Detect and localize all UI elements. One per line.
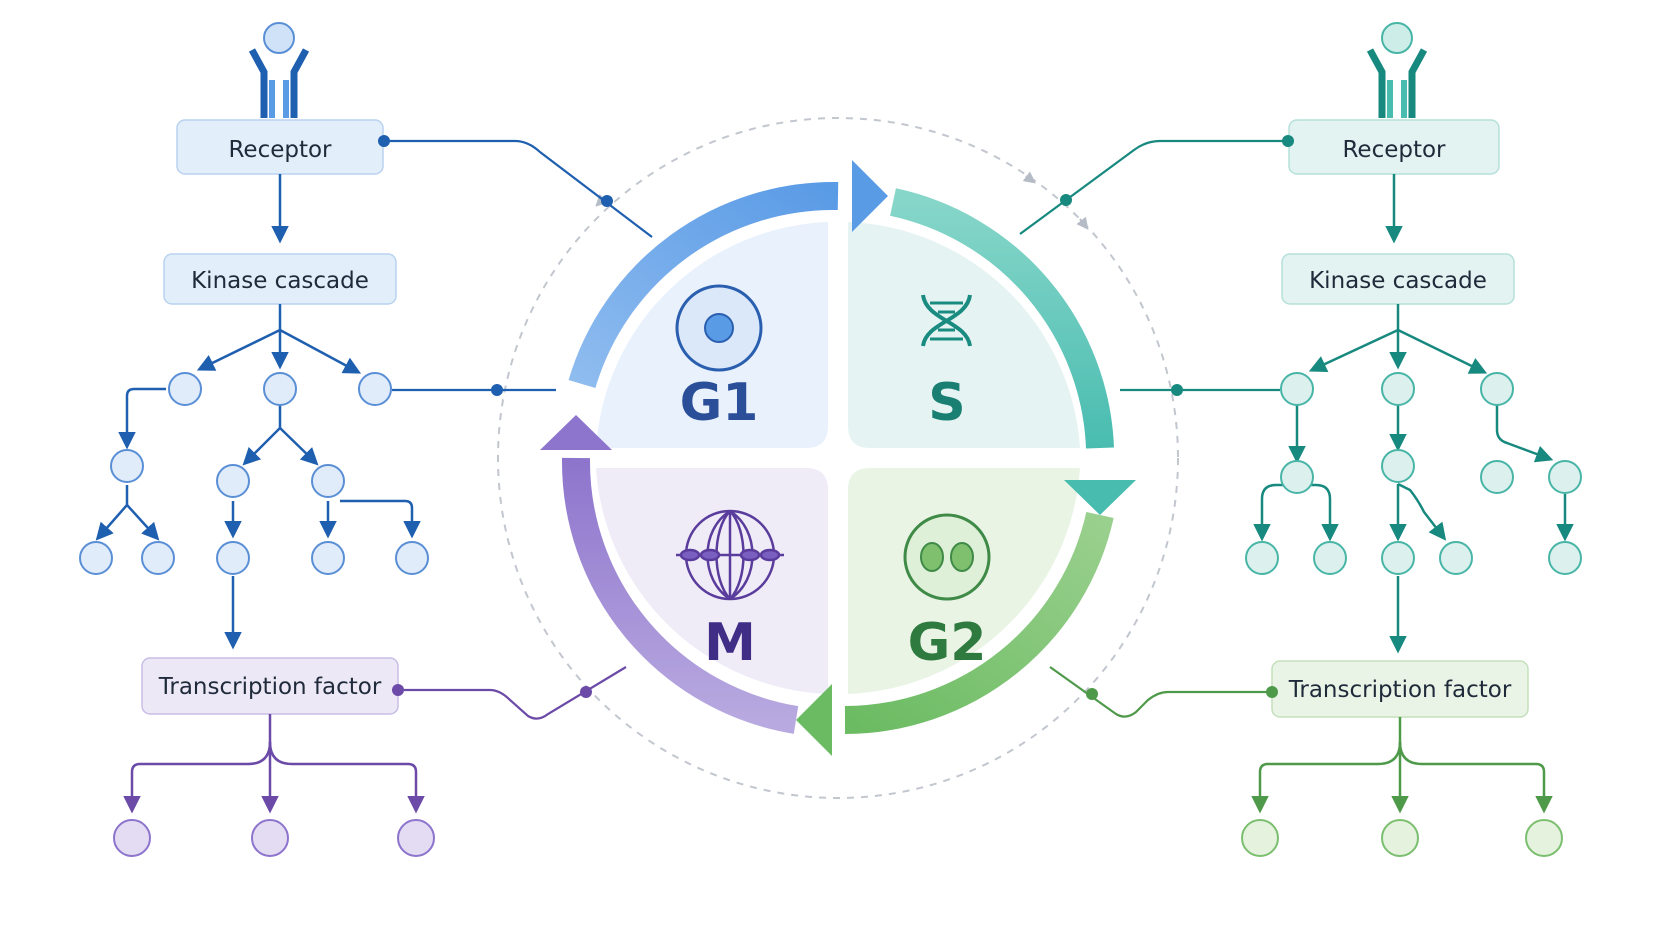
receptor-icon [1366, 22, 1428, 118]
kinase-label: Kinase cascade [191, 268, 369, 294]
tf-tree [1251, 717, 1553, 814]
phase-label-g2: G2 [908, 613, 987, 673]
signal-node [79, 541, 113, 575]
signal-node [1313, 541, 1347, 575]
signal-node [168, 372, 202, 406]
m-to-g1-arrow [561, 457, 799, 734]
phase-label-s: S [928, 373, 965, 433]
two-nuclei-icon [903, 513, 991, 601]
kinase-label: Kinase cascade [1309, 268, 1487, 294]
g1-to-s-arrow [568, 181, 839, 388]
receptor-label: Receptor [228, 137, 332, 163]
target-gene-node [1381, 819, 1419, 857]
signal-node [358, 372, 392, 406]
m-quadrant [596, 468, 828, 694]
cell-nucleus-icon [675, 284, 763, 372]
left-cycle-links [378, 135, 653, 720]
g2-to-m-arrowhead [796, 684, 832, 756]
dna-helix-icon [921, 294, 972, 347]
signal-node [1480, 372, 1514, 406]
ring-arrow-tick [1022, 171, 1036, 184]
right-cycle-links [1019, 135, 1294, 718]
signal-node [216, 541, 250, 575]
signal-node [395, 541, 429, 575]
ring-arrow-tick [1076, 216, 1089, 230]
target-gene-node [1525, 819, 1563, 857]
transcription-factor-label: Transcription factor [158, 674, 382, 700]
signal-node [1480, 460, 1514, 494]
kinase-tree [95, 304, 421, 650]
signal-node [263, 372, 297, 406]
signal-node [1280, 372, 1314, 406]
kinase-tree [1253, 304, 1574, 654]
right-pathway: Receptor Kinase cascade [1019, 22, 1582, 857]
target-gene-node [251, 819, 289, 857]
signal-node [311, 464, 345, 498]
phase-label-m: M [704, 613, 756, 673]
s-to-g2-arrowhead [1064, 480, 1136, 515]
g1-to-s-arrowhead [852, 160, 888, 232]
signal-node [1381, 449, 1415, 483]
g2-to-m-arrow [844, 511, 1114, 734]
signal-node [1548, 460, 1582, 494]
signal-node [1280, 460, 1314, 494]
mitotic-spindle-icon [676, 509, 784, 601]
signal-node [216, 464, 250, 498]
left-pathway: Receptor Kinase cascade [79, 22, 653, 857]
s-to-g2-arrow [890, 188, 1114, 449]
signal-node [1381, 372, 1415, 406]
tf-tree [123, 714, 425, 814]
signal-node [1245, 541, 1279, 575]
m-to-g1-arrowhead [540, 415, 612, 450]
signal-node [141, 541, 175, 575]
target-gene-node [1241, 819, 1279, 857]
signal-node [311, 541, 345, 575]
receptor-label: Receptor [1342, 137, 1446, 163]
signal-node [1439, 541, 1473, 575]
target-gene-node [397, 819, 435, 857]
signal-node [1381, 541, 1415, 575]
cell-cycle: G1 S G2 [497, 117, 1179, 799]
signal-node [110, 449, 144, 483]
target-gene-node [113, 819, 151, 857]
transcription-factor-label: Transcription factor [1288, 677, 1512, 703]
phase-label-g1: G1 [680, 373, 759, 433]
receptor-icon [248, 22, 310, 118]
signal-node [1548, 541, 1582, 575]
outer-dashed-ring [497, 117, 1179, 799]
